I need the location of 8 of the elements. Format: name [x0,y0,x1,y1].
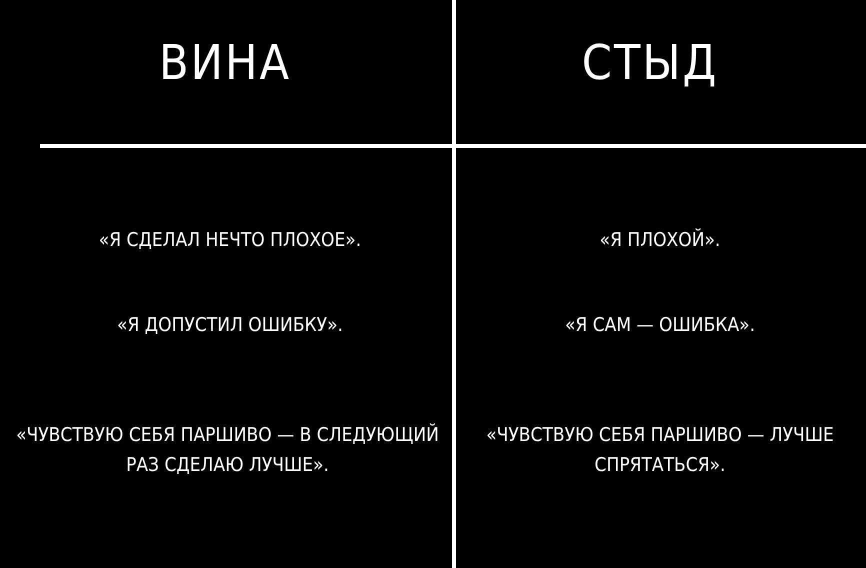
table-cell-text: «Я САМ — ОШИБКА». [564,313,756,338]
table-cell-text: «Я ПЛОХОЙ». [598,227,722,253]
table-cell-text: «ЧУВСТВУЮ СЕБЯ ПАРШИВО — В СЛЕДУЮЩИЙ РАЗ СДЕЛАЮ ЛУЧШЕ». [15,422,440,478]
table-cell-text: «Я СДЕЛАЛ НЕЧТО ПЛОХОЕ». [98,228,362,253]
table-cell-text: «ЧУВСТВУЮ СЕБЯ ПАРШИВО — ЛУЧШЕ СПРЯТАТЬСЯ». [485,423,835,478]
column-heading: ВИНА [158,35,292,91]
column-heading: СТЫД [580,35,720,91]
table-cell-text: «Я ДОПУСТИЛ ОШИБКУ». [116,313,344,338]
